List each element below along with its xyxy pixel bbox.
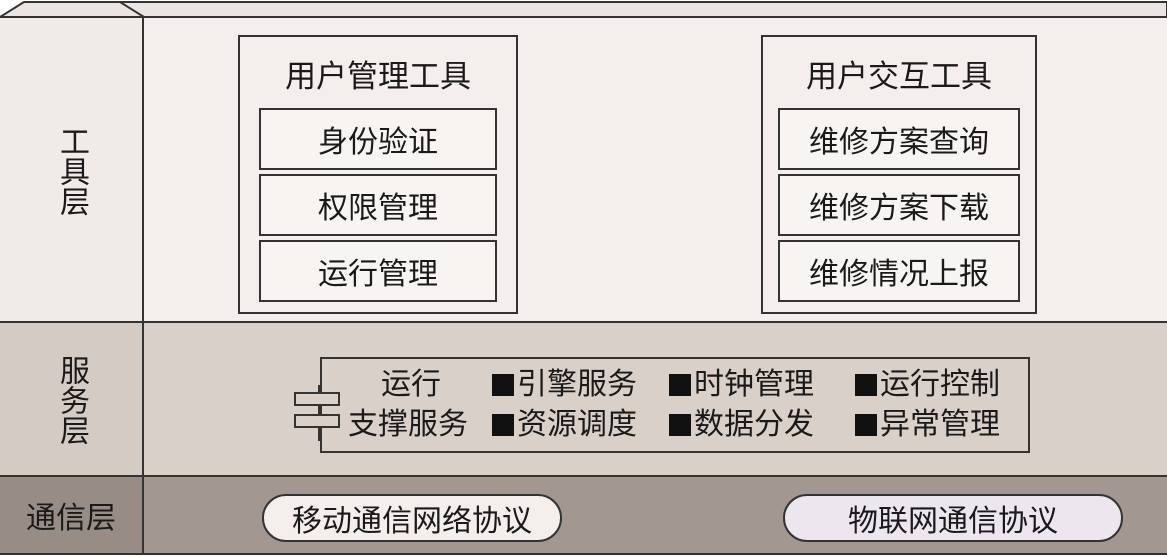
mobile-network-protocol: 移动通信网络协议	[262, 494, 562, 542]
tool-item-repair-status-report: 维修情况上报	[778, 240, 1020, 302]
service-item-label: 异常管理	[880, 407, 1000, 442]
runtime-support-label-line1: 运行	[381, 367, 441, 402]
user-management-tools-title: 用户管理工具	[285, 59, 471, 95]
square-bullet-icon	[669, 374, 691, 396]
service-layer: 服务层 运行 支撑服务 引擎服务 时钟管理 运行控制 资源调度	[0, 321, 1167, 477]
square-bullet-icon	[492, 374, 514, 396]
service-item-label: 运行控制	[880, 367, 1000, 402]
tools-layer-label-cell: 工具层	[0, 18, 144, 323]
tool-item-authentication: 身份验证	[259, 108, 497, 170]
service-layer-label-cell: 服务层	[0, 323, 144, 477]
square-bullet-icon	[855, 374, 877, 396]
tools-layer-label: 工具层	[54, 125, 89, 216]
service-item: 数据分发	[669, 410, 814, 440]
iot-protocol: 物联网通信协议	[783, 494, 1123, 542]
communication-layer-label-cell: 通信层	[0, 477, 144, 553]
communication-layer: 通信层 移动通信网络协议 物联网通信协议	[0, 475, 1167, 555]
user-interaction-tools-title: 用户交互工具	[806, 59, 992, 95]
tools-layer: 工具层 用户管理工具 身份验证 权限管理 运行管理 用户交互工具 维修方案查询 …	[0, 16, 1167, 323]
service-item-label: 引擎服务	[517, 367, 637, 402]
user-management-tools-group: 用户管理工具 身份验证 权限管理 运行管理	[238, 35, 518, 314]
tool-item-repair-plan-download: 维修方案下载	[778, 174, 1020, 236]
service-item-label: 时钟管理	[694, 367, 814, 402]
tool-item-operation-management: 运行管理	[259, 240, 497, 302]
runtime-support-service-box	[320, 357, 1030, 453]
service-item: 时钟管理	[669, 370, 814, 400]
service-item: 引擎服务	[492, 370, 637, 400]
service-item-label: 数据分发	[694, 407, 814, 442]
communication-layer-label: 通信层	[26, 501, 116, 536]
component-icon	[294, 385, 340, 441]
square-bullet-icon	[855, 414, 877, 436]
tool-item-permission-management: 权限管理	[259, 174, 497, 236]
square-bullet-icon	[492, 414, 514, 436]
service-item: 资源调度	[492, 410, 637, 440]
square-bullet-icon	[669, 414, 691, 436]
service-item: 运行控制	[855, 370, 1000, 400]
tool-item-repair-plan-query: 维修方案查询	[778, 108, 1020, 170]
user-interaction-tools-group: 用户交互工具 维修方案查询 维修方案下载 维修情况上报	[761, 35, 1037, 314]
service-layer-label: 服务层	[54, 355, 89, 445]
service-item-label: 资源调度	[517, 407, 637, 442]
service-item: 异常管理	[855, 410, 1000, 440]
runtime-support-label-line2: 支撑服务	[348, 407, 468, 442]
